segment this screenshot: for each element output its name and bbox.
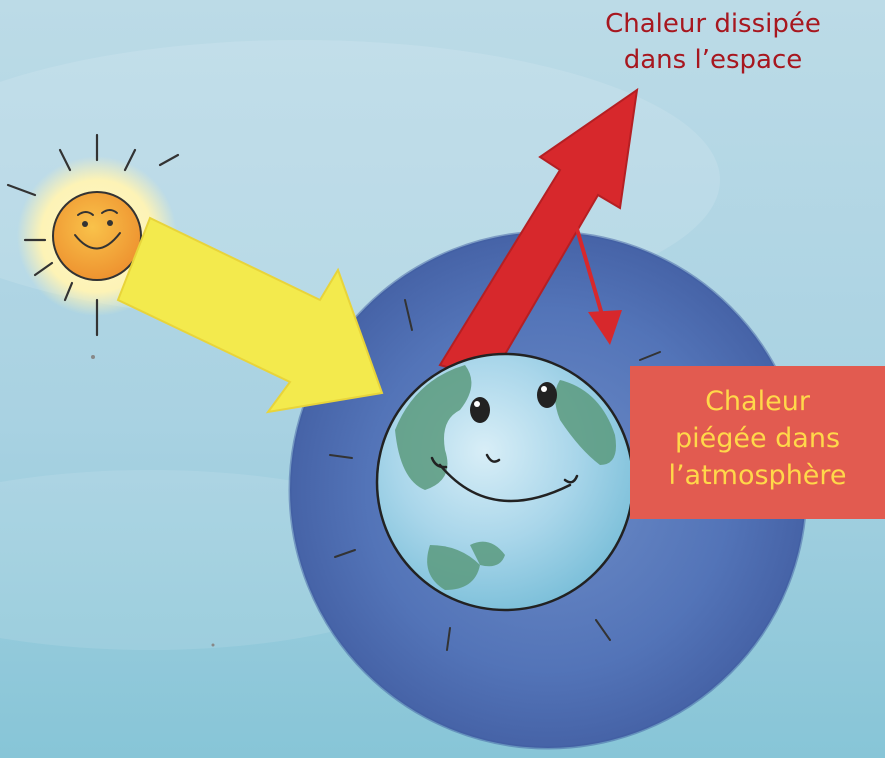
heat-dissipated-line2: dans l’espace [563,42,863,78]
heat-dissipated-label: Chaleur dissipée dans l’espace [563,6,863,78]
heat-trapped-label: Chaleur piégée dans l’atmosphère [630,366,885,519]
heat-trapped-line3: l’atmosphère [630,457,885,494]
decorative-dot [212,644,215,647]
heat-trapped-line1: Chaleur [630,383,885,420]
heat-dissipated-line1: Chaleur dissipée [563,6,863,42]
decorative-dot [91,355,95,359]
heat-trapped-line2: piégée dans [630,420,885,457]
